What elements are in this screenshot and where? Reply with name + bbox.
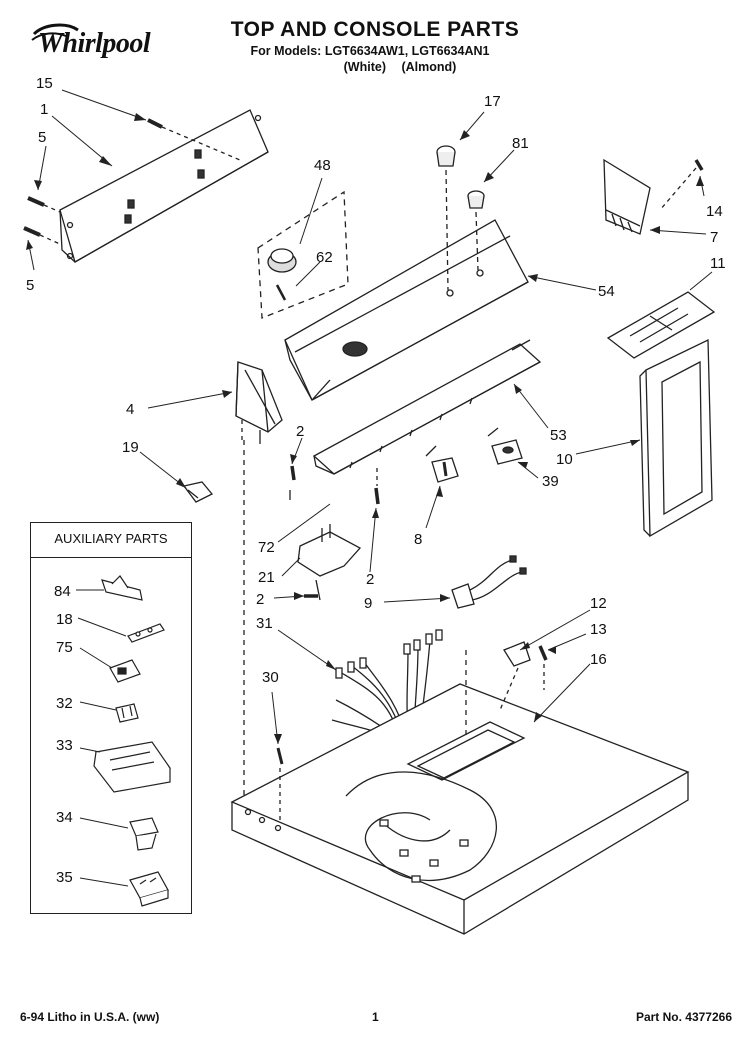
callout-2-mid: 2 xyxy=(366,571,374,588)
callout-8: 8 xyxy=(414,531,422,548)
callout-2-upper: 2 xyxy=(296,423,304,440)
aux-part-32-drawing xyxy=(115,703,139,723)
page-number: 1 xyxy=(372,1010,379,1024)
callout-7: 7 xyxy=(710,229,718,246)
model-numbers: For Models: LGT6634AW1, LGT6634AN1 xyxy=(250,44,490,58)
timer-21 xyxy=(297,524,362,601)
clip-19 xyxy=(182,481,214,503)
page-title: TOP AND CONSOLE PARTS xyxy=(230,18,520,41)
callout-15: 15 xyxy=(36,75,53,92)
lint-cover-11 xyxy=(606,291,716,359)
callout-4: 4 xyxy=(126,401,134,418)
callout-2-lower: 2 xyxy=(256,591,264,608)
callout-1: 1 xyxy=(40,101,48,118)
whirlpool-swirl-icon xyxy=(31,23,79,41)
callout-39: 39 xyxy=(542,473,559,490)
aux-callout: 84 xyxy=(54,583,71,600)
part-number: Part No. 4377266 xyxy=(635,1010,732,1024)
callout-31: 31 xyxy=(256,615,273,632)
bracket-8 xyxy=(425,445,459,483)
screw-5-upper xyxy=(27,196,61,213)
aux-callout: 33 xyxy=(56,737,73,754)
callout-48: 48 xyxy=(314,157,331,174)
callout-16: 16 xyxy=(590,651,607,668)
screw-2-mid xyxy=(374,468,380,505)
wire-harness-9 xyxy=(451,555,527,609)
mounting-channel-53 xyxy=(312,339,542,475)
callout-72: 72 xyxy=(258,539,275,556)
callout-17: 17 xyxy=(484,93,501,110)
callout-21: 21 xyxy=(258,569,275,586)
knob-17 xyxy=(436,145,456,291)
control-knob-group-48 xyxy=(257,190,349,319)
knob-81 xyxy=(467,190,485,271)
screw-13 xyxy=(538,645,548,690)
end-cap-4 xyxy=(235,361,283,444)
callout-9: 9 xyxy=(364,595,372,612)
aux-part-33-drawing xyxy=(93,741,172,793)
auxiliary-parts-title: AUXILIARY PARTS xyxy=(54,531,168,546)
top-panel-harness xyxy=(345,771,497,883)
callout-5-lower: 5 xyxy=(26,277,34,294)
auxiliary-parts-box: AUXILIARY PARTS xyxy=(30,522,192,914)
aux-part-34-drawing xyxy=(129,817,159,851)
screw-15 xyxy=(147,118,241,161)
litho-note: 6-94 Litho in U.S.A. (ww) xyxy=(20,1010,160,1024)
end-cap-7 xyxy=(603,158,651,235)
callout-5-upper: 5 xyxy=(38,129,46,146)
aux-part-75-drawing xyxy=(109,659,141,683)
callout-54: 54 xyxy=(598,283,615,300)
callout-14: 14 xyxy=(706,203,723,220)
callout-13: 13 xyxy=(590,621,607,638)
rear-bracket-part xyxy=(59,109,269,263)
bracket-39 xyxy=(487,427,523,465)
color-white: (White) xyxy=(343,60,386,74)
callout-19: 19 xyxy=(122,439,139,456)
aux-callout: 75 xyxy=(56,639,73,656)
aux-part-18-drawing xyxy=(127,623,165,643)
aux-leader-lines xyxy=(76,589,129,887)
arrowheads xyxy=(26,113,704,744)
model-colors: (White) (Almond) xyxy=(300,60,500,74)
aux-callout: 35 xyxy=(56,869,73,886)
divider xyxy=(31,557,191,558)
callout-62: 62 xyxy=(316,249,333,266)
brand-name: Whirlpool xyxy=(38,28,151,59)
lint-housing-10 xyxy=(639,338,713,538)
callout-81: 81 xyxy=(512,135,529,152)
aux-callout: 18 xyxy=(56,611,73,628)
screw-5-lower xyxy=(23,226,63,246)
whirlpool-logo xyxy=(26,20,186,74)
screw-2-upper xyxy=(289,465,296,500)
callout-30: 30 xyxy=(262,669,279,686)
console-panel-part xyxy=(284,219,529,401)
color-almond: (Almond) xyxy=(401,60,457,74)
aux-callout: 34 xyxy=(56,809,73,826)
aux-part-84-drawing xyxy=(101,575,143,601)
screw-30 xyxy=(276,747,284,820)
callout-11: 11 xyxy=(710,255,726,272)
callout-53: 53 xyxy=(550,427,567,444)
screw-14 xyxy=(659,159,704,211)
aux-part-35-drawing xyxy=(129,871,169,907)
aux-callout: 32 xyxy=(56,695,73,712)
callout-12: 12 xyxy=(590,595,607,612)
callout-10: 10 xyxy=(556,451,573,468)
